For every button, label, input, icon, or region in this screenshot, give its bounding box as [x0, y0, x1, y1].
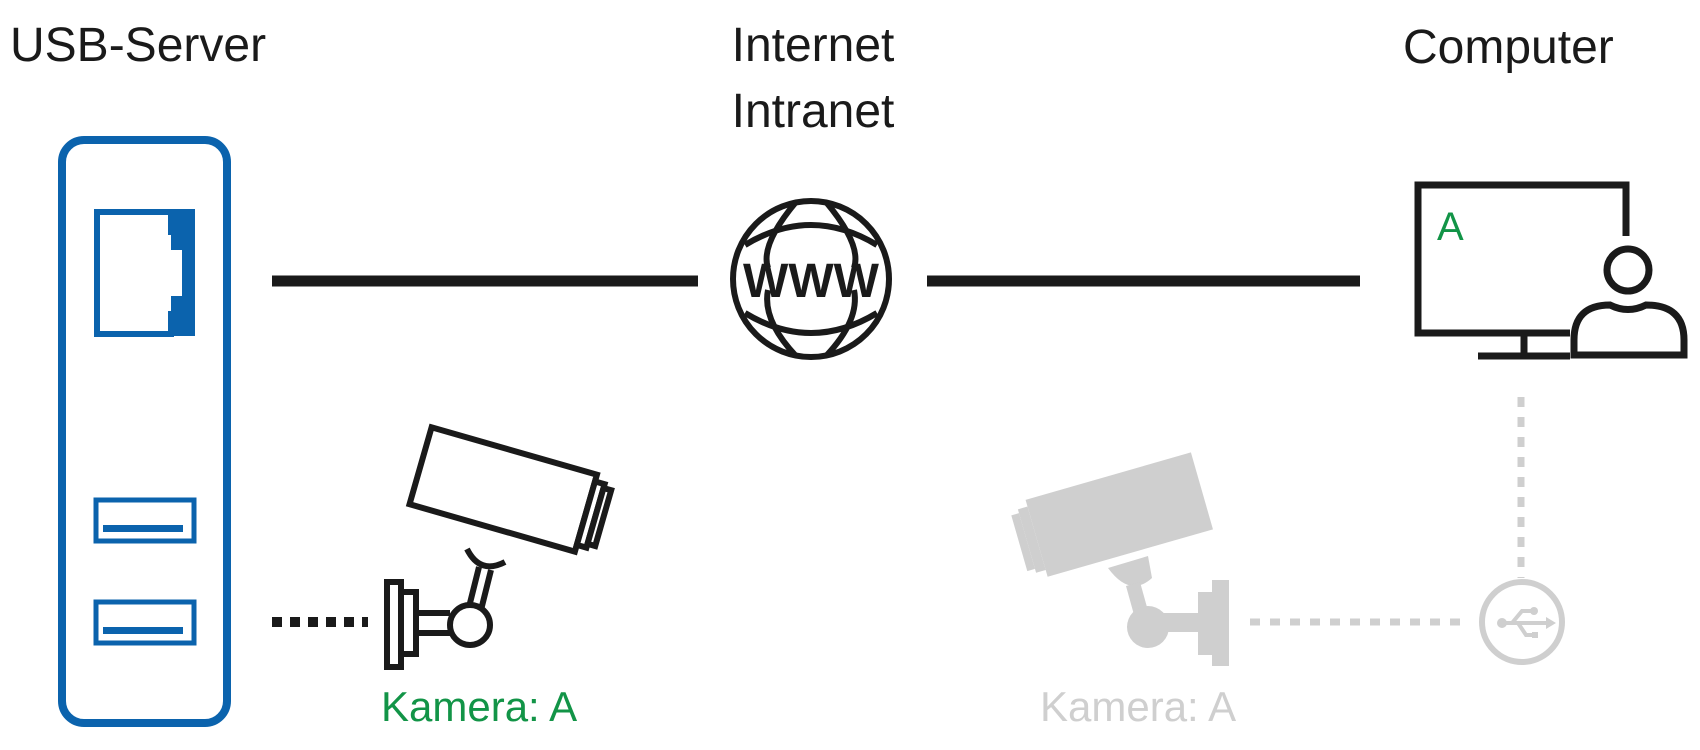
ethernet-port-icon	[94, 209, 195, 337]
usb-port-icon	[93, 497, 197, 544]
internet-label: Internet	[731, 19, 895, 72]
monitor-icon	[1414, 181, 1630, 360]
usb-port-icon	[93, 599, 197, 646]
camera-label-active: Kamera: A	[381, 683, 578, 730]
computer-label: Computer	[1403, 21, 1614, 74]
www-text: WWW	[743, 255, 880, 308]
user-icon	[1570, 245, 1688, 359]
camera-label-virtual: Kamera: A	[1040, 683, 1237, 730]
usb-symbol-icon	[1479, 579, 1565, 665]
security-camera-icon-virtual	[1011, 452, 1229, 666]
usb-server-icon	[58, 136, 231, 727]
security-camera-icon	[384, 423, 615, 670]
globe-www-icon: WWW	[730, 198, 892, 360]
intranet-label: Intranet	[731, 85, 895, 138]
usb-server-label: USB-Server	[10, 19, 267, 72]
monitor-screen-letter: A	[1437, 205, 1464, 249]
